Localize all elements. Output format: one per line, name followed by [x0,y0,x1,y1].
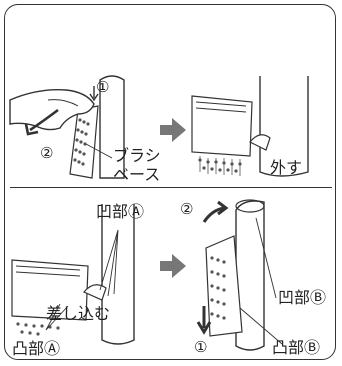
hand-and-brush-drawing [9,75,125,179]
attach-brush-drawing [196,199,283,351]
remove-brush-illustration [8,70,138,182]
step-1-label: ① [96,78,110,96]
attach-brush-illustration [190,196,335,358]
recess-b-label: 凹部Ⓑ [278,288,327,307]
instruction-frame [4,4,336,360]
right-arrow-icon [160,254,186,278]
brush-base-label-line2: ベース [113,165,161,184]
step-2-label: ② [40,144,54,162]
brush-removed-illustration [190,72,335,182]
brush-base-label-line1: ブラシ [113,146,161,165]
protrusion-b-label: 凸部Ⓑ [272,338,321,357]
protrusion-a-label: 凸部Ⓐ [12,339,61,358]
insert-brush-drawing [11,204,135,345]
insert-label: 差し込む [46,304,111,323]
recess-a-label: 凹部Ⓐ [96,202,145,221]
section-divider [10,187,332,188]
insert-brush-illustration [10,200,150,355]
step-2-label-bottom: ② [180,200,194,218]
removed-brush-drawing [191,76,309,177]
remove-label: 外す [270,158,303,177]
right-arrow-icon [160,118,186,142]
step-1-label-bottom: ① [194,338,208,356]
